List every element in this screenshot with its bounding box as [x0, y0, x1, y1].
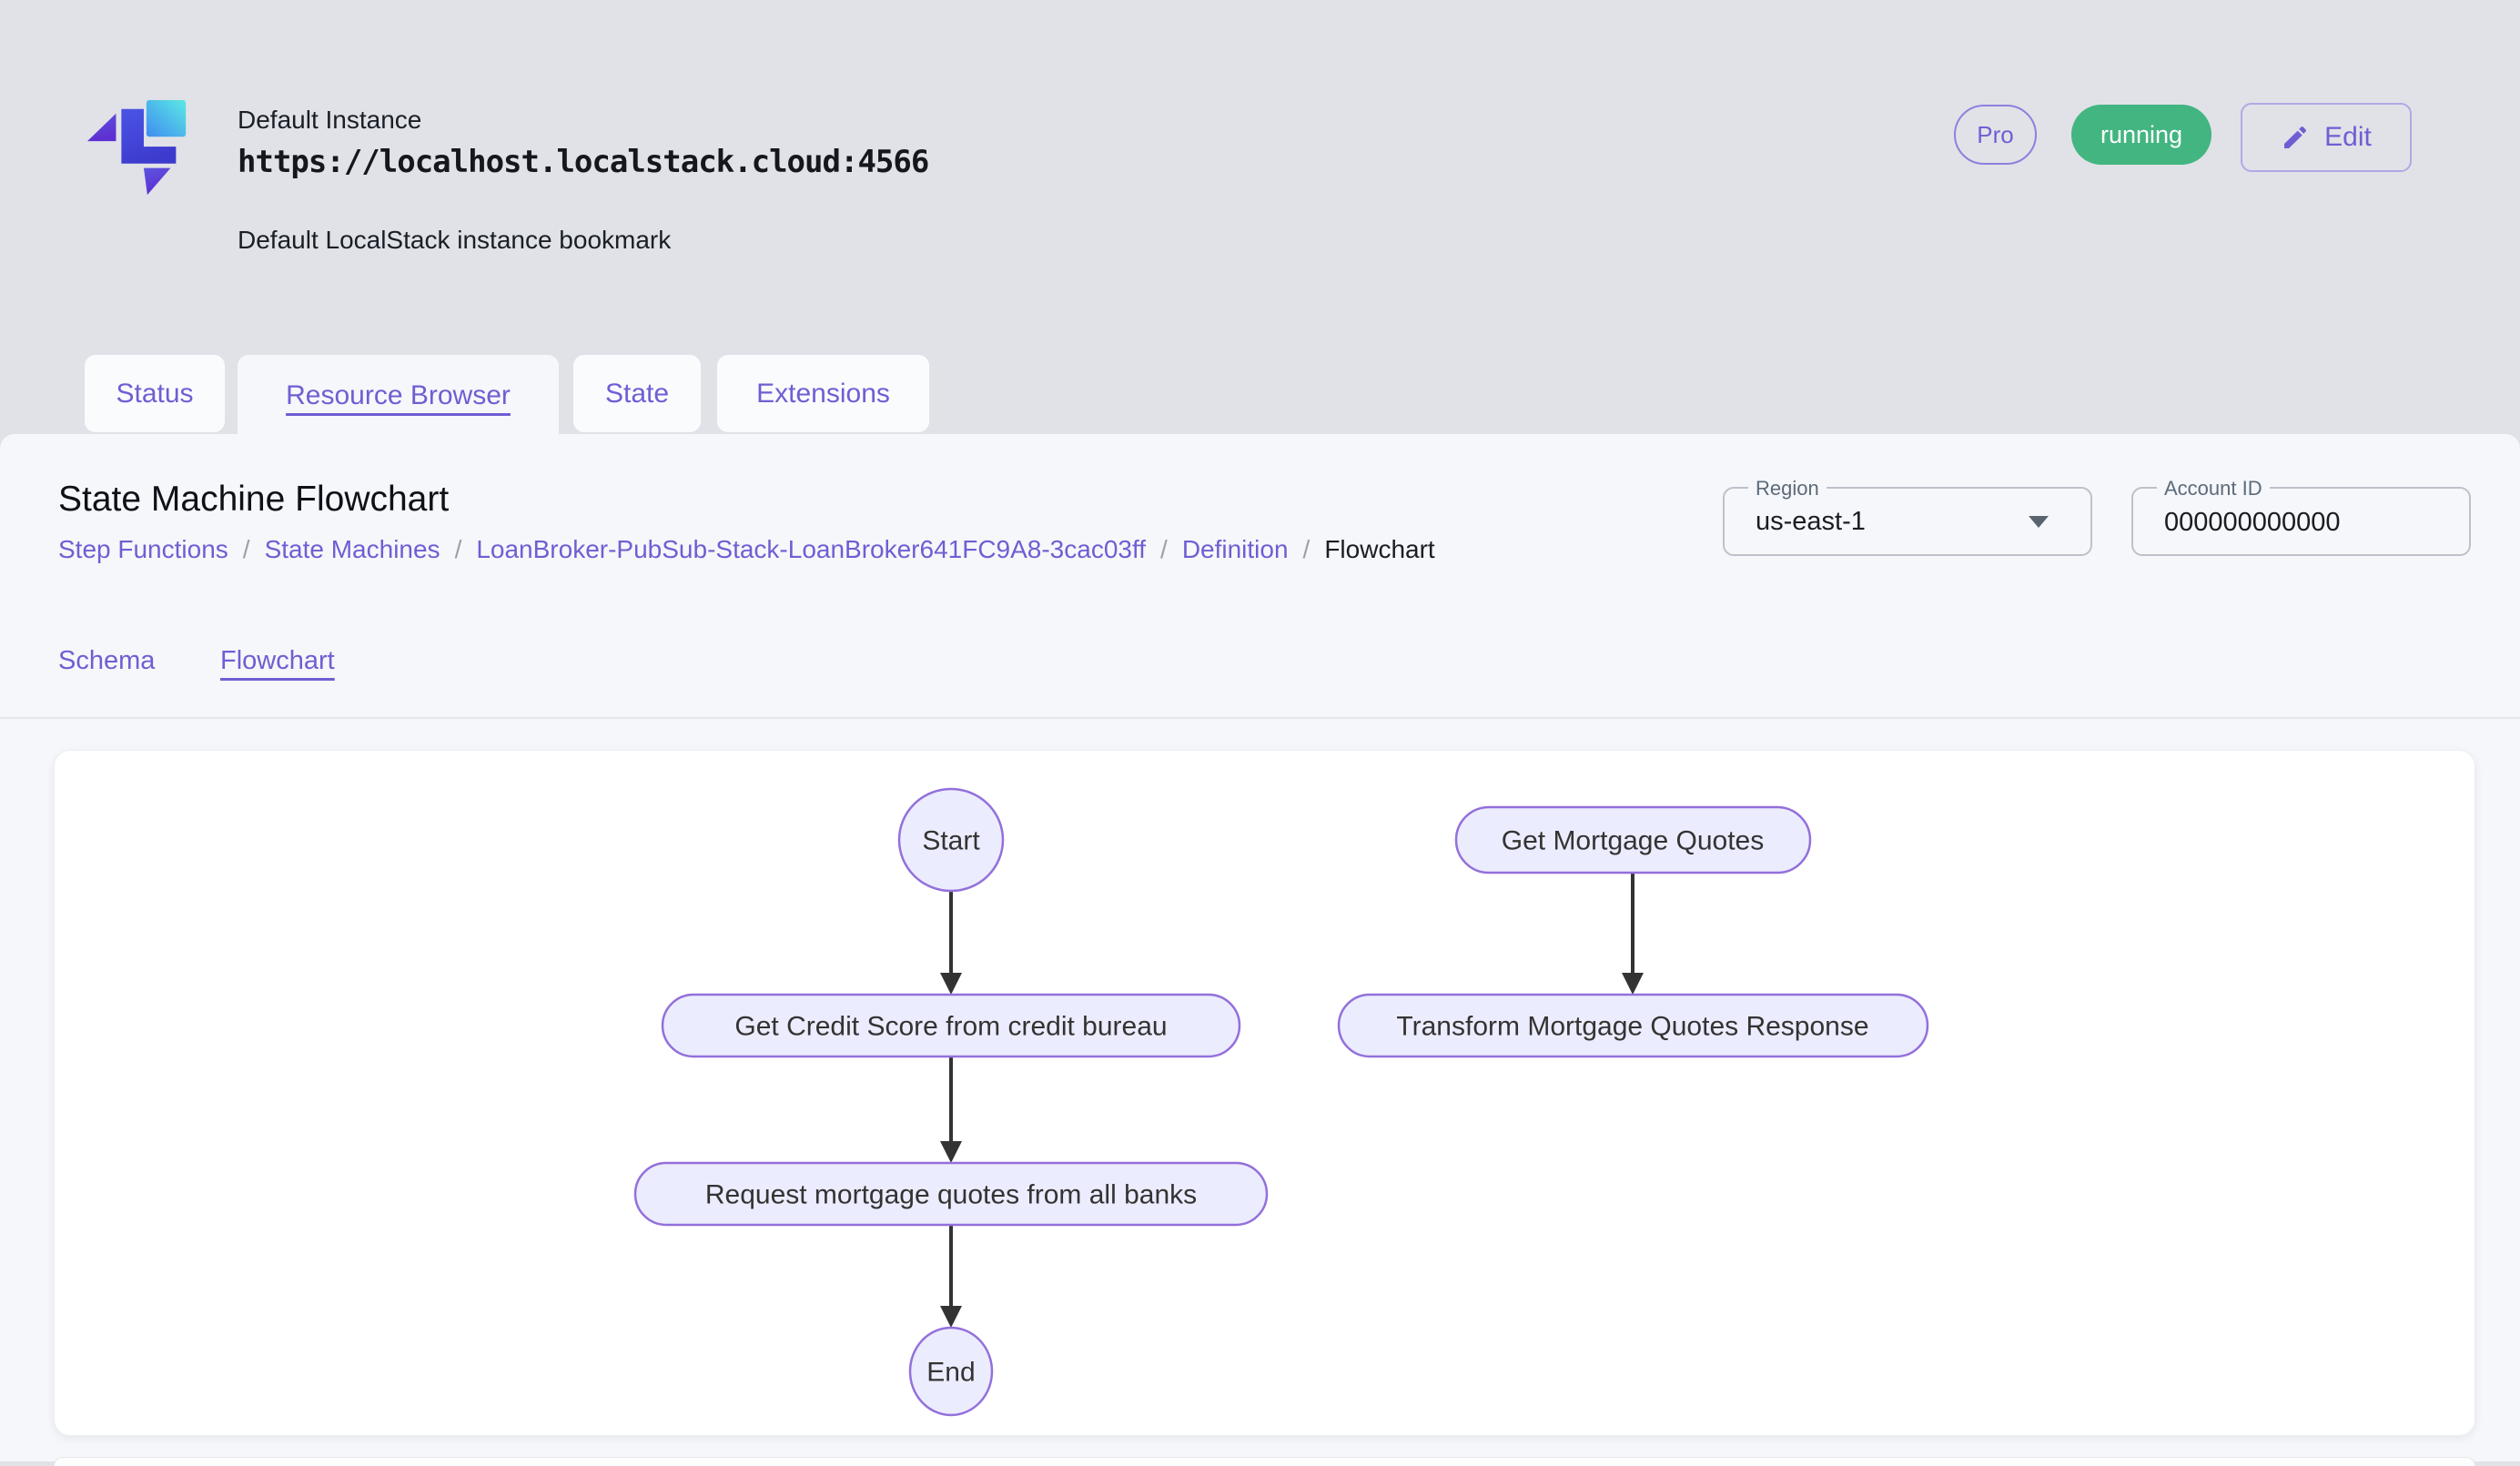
- node-transform-response: Transform Mortgage Quotes Response: [1337, 993, 1929, 1058]
- breadcrumb-separator: /: [1160, 535, 1168, 563]
- page-title: State Machine Flowchart: [58, 480, 450, 519]
- node-request-quotes-label: Request mortgage quotes from all banks: [705, 1180, 1197, 1210]
- breadcrumb-item-definition[interactable]: Definition: [1181, 535, 1289, 563]
- view-tab-flowchart[interactable]: Flowchart: [220, 646, 335, 676]
- next-card-top-edge: [54, 1457, 2475, 1466]
- edge-credit-request: [940, 1057, 962, 1163]
- account-id-input[interactable]: [2162, 489, 2439, 556]
- node-start-label: Start: [922, 826, 980, 856]
- pro-badge-label: Pro: [1977, 120, 2014, 148]
- arrowhead: [940, 1306, 962, 1328]
- breadcrumb-separator: /: [454, 535, 462, 563]
- localstack-logo: [87, 99, 187, 196]
- instance-name: Default Instance: [238, 106, 422, 134]
- breadcrumb-separator: /: [242, 535, 250, 563]
- view-tab-schema[interactable]: Schema: [58, 646, 155, 676]
- arrowhead: [940, 1141, 962, 1163]
- node-get-mortgage-quotes-label: Get Mortgage Quotes: [1502, 826, 1765, 856]
- region-value: us-east-1: [1756, 506, 1866, 536]
- tab-state[interactable]: State: [573, 355, 701, 432]
- node-end: End: [908, 1326, 994, 1417]
- account-id-field: Account ID: [2131, 477, 2471, 556]
- edge-start-credit: [940, 889, 962, 995]
- node-get-mortgage-quotes: Get Mortgage Quotes: [1454, 805, 1812, 875]
- pro-badge: Pro: [1954, 105, 2037, 165]
- flowchart-canvas: Start Get Credit Score from credit burea…: [633, 787, 1929, 1417]
- divider: [0, 717, 2520, 719]
- region-label: Region: [1748, 477, 1827, 500]
- node-transform-response-label: Transform Mortgage Quotes Response: [1396, 1012, 1868, 1042]
- node-end-label: End: [926, 1358, 975, 1388]
- status-badge-label: running: [2100, 120, 2183, 148]
- pencil-icon: [2284, 126, 2307, 148]
- breadcrumb: Step Functions / State Machines / LoanBr…: [58, 535, 1435, 564]
- edge-request-end: [940, 1225, 962, 1328]
- flowchart-card: Start Get Credit Score from credit burea…: [54, 750, 2475, 1436]
- node-start: Start: [897, 787, 1005, 893]
- edge-quotes-transform: [1622, 873, 1644, 995]
- tab-status[interactable]: Status: [85, 355, 225, 432]
- arrowhead: [940, 973, 962, 995]
- edit-button-label: Edit: [2324, 122, 2372, 152]
- view-tab-schema-label: Schema: [58, 646, 156, 675]
- breadcrumb-item-state-machines[interactable]: State Machines: [264, 535, 440, 563]
- status-badge: running: [2071, 105, 2211, 165]
- node-get-credit-score: Get Credit Score from credit bureau: [661, 993, 1241, 1058]
- arrowhead: [1622, 973, 1644, 995]
- instance-url: https://localhost.localstack.cloud:4566: [238, 144, 929, 180]
- breadcrumb-item-step-functions[interactable]: Step Functions: [58, 535, 228, 563]
- tab-extensions-label: Extensions: [756, 378, 890, 409]
- view-tab-flowchart-label: Flowchart: [220, 646, 335, 675]
- tab-state-label: State: [604, 378, 670, 409]
- instance-description: Default LocalStack instance bookmark: [238, 226, 672, 254]
- arrow-dropdown-icon: [2029, 516, 2049, 528]
- node-get-credit-score-label: Get Credit Score from credit bureau: [734, 1012, 1167, 1042]
- breadcrumb-item-state-machine-name[interactable]: LoanBroker-PubSub-Stack-LoanBroker641FC9…: [476, 535, 1147, 563]
- tab-resource-browser[interactable]: Resource Browser: [238, 355, 559, 437]
- edit-button[interactable]: Edit: [2241, 103, 2412, 172]
- breadcrumb-item-flowchart: Flowchart: [1324, 535, 1435, 563]
- tab-status-label: Status: [116, 378, 194, 409]
- tab-resource-browser-label: Resource Browser: [286, 380, 511, 410]
- tab-extensions[interactable]: Extensions: [717, 355, 929, 432]
- breadcrumb-separator: /: [1302, 535, 1311, 563]
- region-select[interactable]: Region us-east-1: [1723, 477, 2092, 556]
- node-request-quotes: Request mortgage quotes from all banks: [633, 1161, 1269, 1227]
